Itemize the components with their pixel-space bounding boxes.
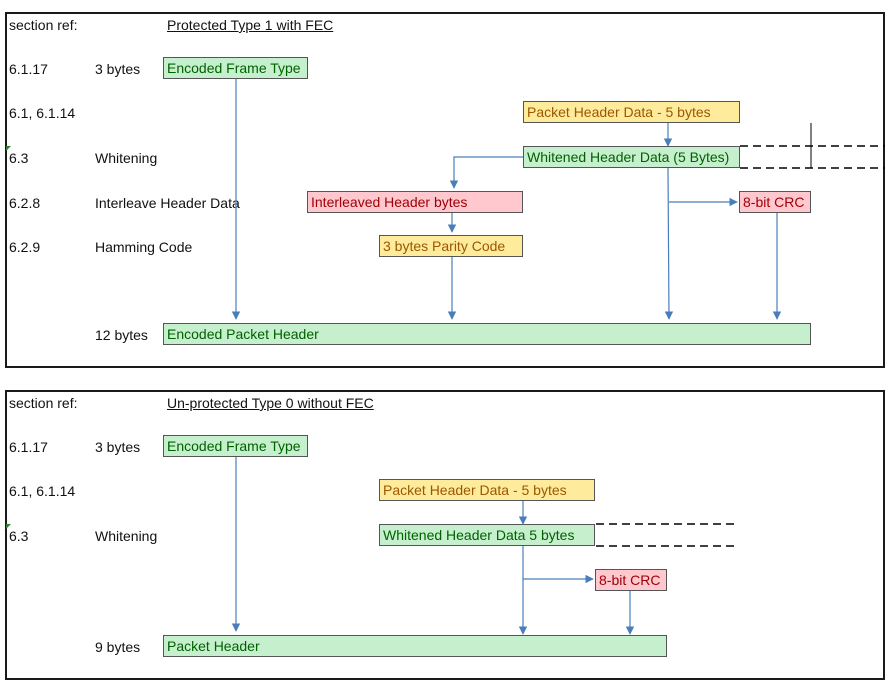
row-desc: 3 bytes [95,439,141,455]
row-ref: 6.1.17 [9,61,48,77]
packet-header-data-box: Packet Header Data - 5 bytes [523,101,740,123]
size-label: 9 bytes [95,639,141,655]
panel-title: Protected Type 1 with FEC [167,17,334,33]
arrow-whitened-to-interleave [449,156,523,189]
section-ref-label: section ref: [9,395,78,411]
crc-box: 8-bit CRC [595,569,667,591]
row-ref: 6.1, 6.1.14 [9,483,76,499]
row-desc: Hamming Code [95,239,193,255]
interleaved-header-box: Interleaved Header bytes [307,191,523,213]
row-desc: Whitening [95,150,158,166]
whitened-header-data-box: Whitened Header Data (5 Bytes) [523,146,740,168]
parity-code-box: 3 bytes Parity Code [379,235,523,257]
packet-header-box: Packet Header [163,635,667,657]
panel-title: Un-protected Type 0 without FEC [167,395,374,411]
whitened-header-data-box: Whitened Header Data 5 bytes [379,524,595,546]
row-ref: 6.2.8 [9,195,41,211]
size-label: 12 bytes [95,327,148,343]
row-desc: 3 bytes [95,61,141,77]
encoded-frame-type-box: Encoded Frame Type [163,435,308,457]
crc-box: 8-bit CRC [739,191,811,213]
cell-marker [6,524,11,529]
row-ref: 6.1, 6.1.14 [9,105,76,121]
section-ref-label: section ref: [9,17,78,33]
panel-protected-type1 [5,12,885,368]
row-ref: 6.2.9 [9,239,41,255]
row-desc: Interleave Header Data [95,195,240,211]
arrow-whitened-to-encoded-header [664,167,674,320]
row-ref: 6.3 [9,528,29,544]
encoded-packet-header-box: Encoded Packet Header [163,323,811,345]
row-ref: 6.3 [9,150,29,166]
row-desc: Whitening [95,528,158,544]
row-ref: 6.1.17 [9,439,48,455]
encoded-frame-type-box: Encoded Frame Type [163,57,308,79]
cell-marker [6,146,11,151]
packet-header-data-box: Packet Header Data - 5 bytes [379,479,595,501]
